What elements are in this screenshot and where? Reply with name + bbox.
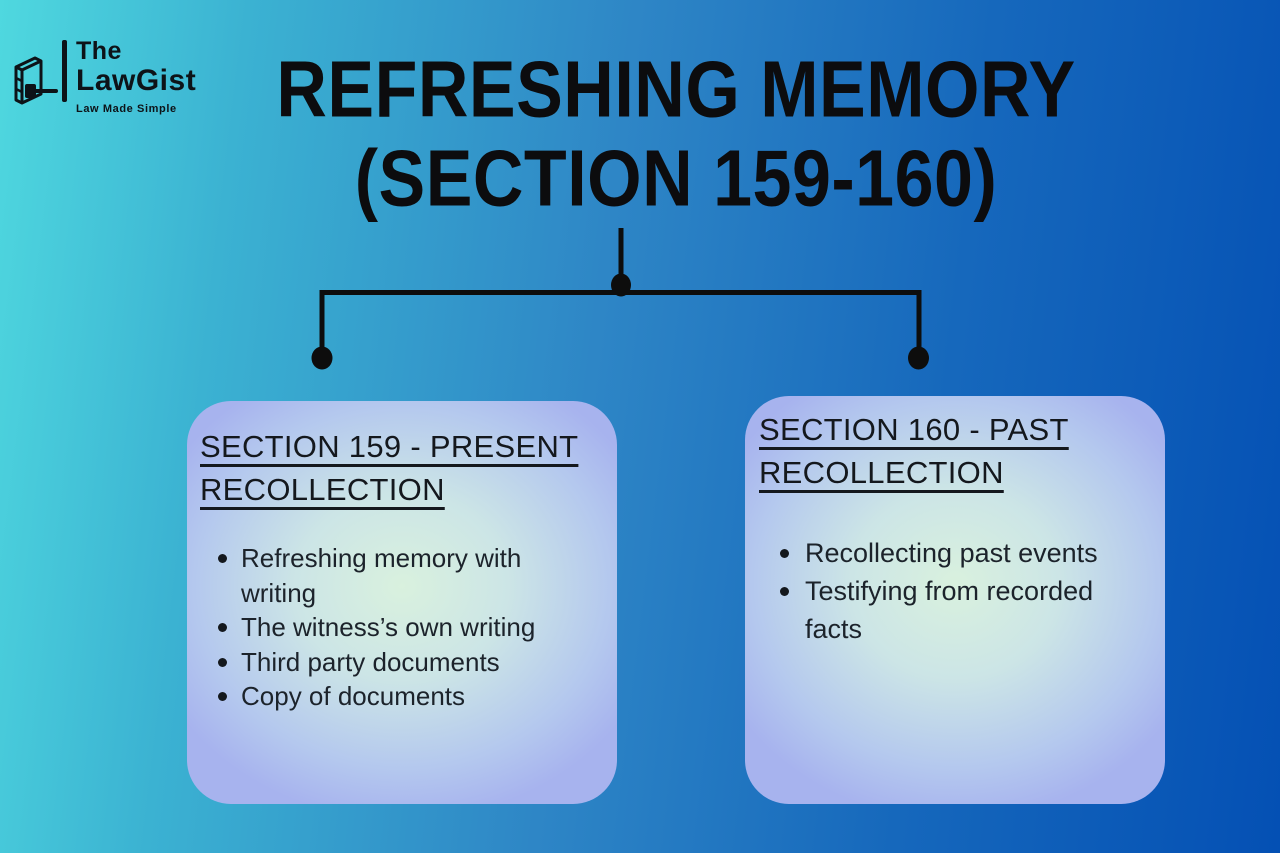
bullet-icon bbox=[218, 657, 227, 667]
bullet-text: Recollecting past events bbox=[805, 538, 1098, 568]
bullet-text: Third party documents bbox=[241, 646, 500, 677]
list-item: Third party documents bbox=[218, 645, 603, 680]
card-section-160-heading: SECTION 160 - PAST RECOLLECTION bbox=[759, 412, 1069, 490]
list-item: Refreshing memory with writing bbox=[218, 541, 603, 610]
page-title-line2: (SECTION 159-160) bbox=[354, 133, 998, 223]
node-dot-right bbox=[908, 346, 929, 370]
bullet-text: Testifying from recorded facts bbox=[805, 576, 1094, 644]
brand-tagline: Law Made Simple bbox=[76, 103, 177, 115]
bullet-icon bbox=[218, 692, 227, 701]
bullet-text: The witness’s own writing bbox=[241, 612, 536, 642]
brand-name-top: The bbox=[76, 37, 122, 65]
brand-name-bottom: LawGist bbox=[76, 64, 197, 97]
bullet-icon bbox=[780, 549, 789, 558]
card-section-160: SECTION 160 - PAST RECOLLECTION Recollec… bbox=[745, 396, 1165, 804]
card-section-160-list: Recollecting past events Testifying from… bbox=[780, 534, 1155, 648]
lawgist-logo: The LawGist Law Made Simple bbox=[8, 38, 196, 115]
bullet-icon bbox=[218, 554, 227, 563]
list-item: Copy of documents bbox=[218, 679, 603, 714]
bullet-icon bbox=[780, 587, 789, 596]
page-title-line1: REFRESHING MEMORY bbox=[276, 44, 1076, 134]
list-item: The witness’s own writing bbox=[218, 610, 603, 645]
node-dot-left bbox=[311, 346, 333, 370]
list-item: Recollecting past events bbox=[780, 534, 1155, 572]
bullet-text: Copy of documents bbox=[241, 681, 466, 711]
card-section-159-list: Refreshing memory with writing The witne… bbox=[218, 541, 603, 714]
logo-text-block: The LawGist Law Made Simple bbox=[76, 37, 197, 116]
page-title: REFRESHING MEMORY (SECTION 159-160) bbox=[72, 45, 1280, 224]
card-section-159: SECTION 159 - PRESENT RECOLLECTION Refre… bbox=[187, 401, 617, 804]
book-gavel-icon bbox=[14, 56, 58, 105]
bullet-text: Refreshing memory with writing bbox=[241, 543, 522, 608]
logo-divider bbox=[62, 40, 67, 102]
list-item: Testifying from recorded facts bbox=[780, 572, 1155, 648]
bullet-icon bbox=[218, 623, 227, 632]
card-section-159-heading: SECTION 159 - PRESENT RECOLLECTION bbox=[200, 429, 579, 507]
node-dot-center bbox=[611, 273, 631, 297]
